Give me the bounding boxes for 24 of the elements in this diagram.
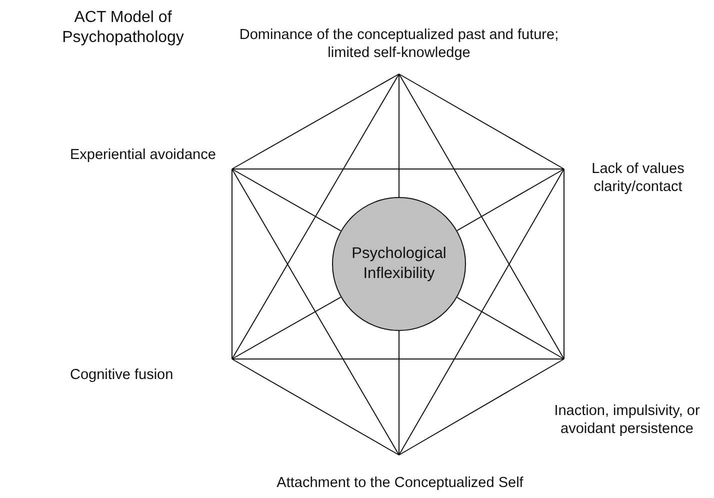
connector-line bbox=[232, 168, 564, 170]
connector-line bbox=[232, 74, 400, 360]
vertex-label: Cognitive fusion bbox=[70, 366, 210, 384]
vertex-label: Inaction, impulsivity, or avoidant persistence bbox=[548, 402, 706, 438]
vertex-label: Lack of values clarity/contact bbox=[568, 160, 708, 196]
vertex-label: Attachment to the Conceptualized Self bbox=[210, 474, 590, 492]
connector-line bbox=[398, 74, 564, 360]
vertex-label: Dominance of the conceptualized past and future; limited self-knowledge bbox=[229, 26, 569, 62]
vertex-label: Experiential avoidance bbox=[70, 146, 270, 164]
connector-line bbox=[398, 330, 400, 456]
connector-line bbox=[398, 168, 564, 456]
connector-line bbox=[398, 358, 564, 456]
connector-line bbox=[456, 168, 564, 232]
center-circle: Psychological Inflexibility bbox=[332, 197, 466, 331]
connector-line bbox=[398, 74, 400, 198]
connector-line bbox=[232, 168, 342, 232]
diagram-title: ACT Model of Psychopathology bbox=[61, 8, 185, 48]
connector-line bbox=[232, 296, 342, 360]
connector-line bbox=[232, 168, 400, 456]
connector-line bbox=[456, 296, 564, 360]
connector-line bbox=[232, 358, 564, 360]
connector-line bbox=[232, 74, 400, 170]
connector-line bbox=[232, 358, 400, 456]
connector-line bbox=[398, 74, 564, 170]
